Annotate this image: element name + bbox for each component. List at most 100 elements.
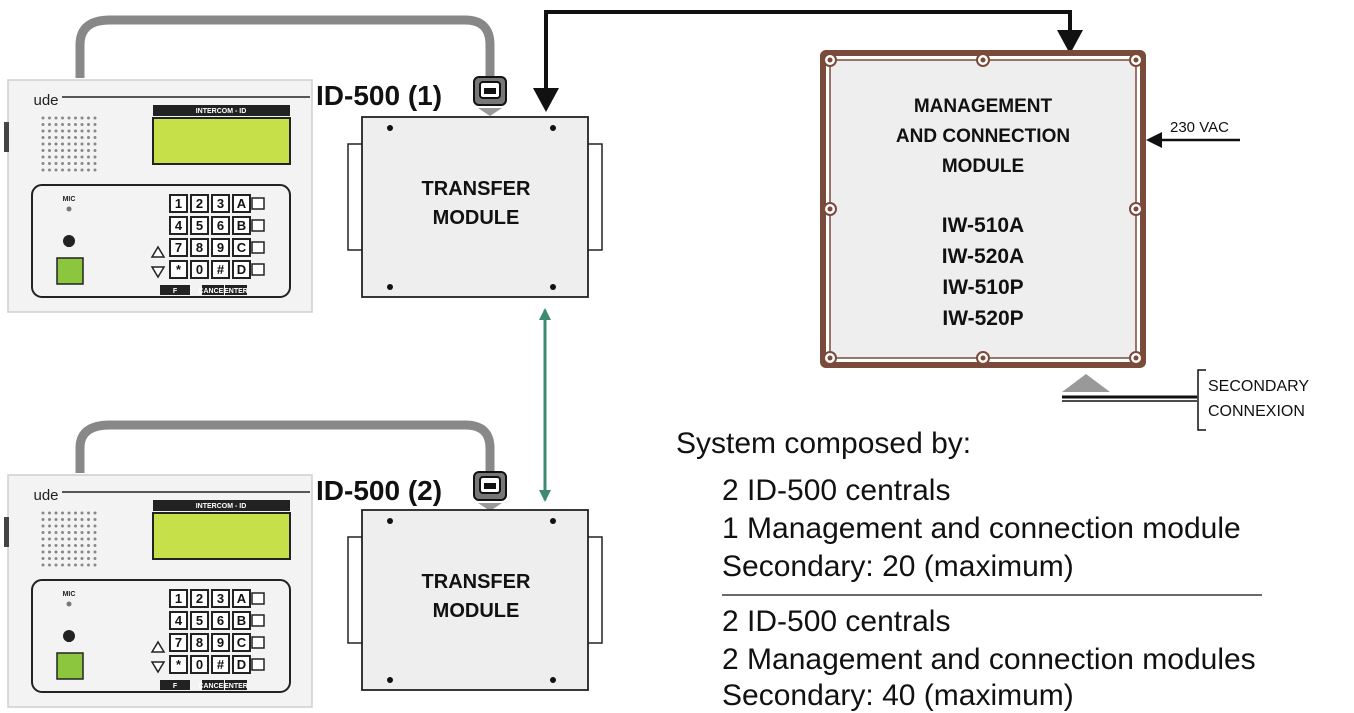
keypad-key[interactable] <box>232 589 251 608</box>
connector-2 <box>473 471 507 511</box>
grille-dot <box>54 544 58 547</box>
keypad-key[interactable] <box>211 611 230 630</box>
grille-dot <box>41 142 45 146</box>
svg-text:MODULE: MODULE <box>942 156 1024 177</box>
grille-dot <box>93 518 97 521</box>
bottom-key[interactable] <box>225 680 247 690</box>
keypad-key[interactable] <box>169 633 188 652</box>
grille-dot <box>74 518 77 521</box>
grille-dot <box>87 149 90 152</box>
keypad-key[interactable] <box>211 589 230 608</box>
keypad-key[interactable] <box>232 655 251 674</box>
grille-dot <box>41 518 45 521</box>
bottom-key[interactable] <box>202 680 224 690</box>
keypad-key-label: 2 <box>196 591 203 606</box>
grille-dot <box>41 511 45 515</box>
grille-dot <box>87 524 90 528</box>
keypad-key[interactable] <box>190 194 209 213</box>
keypad-key-label: * <box>176 657 182 672</box>
grille-dot <box>80 162 84 165</box>
grille-dot <box>54 557 58 560</box>
keypad-key[interactable] <box>232 260 251 279</box>
grille-dot <box>54 129 58 133</box>
svg-text:TRANSFER: TRANSFER <box>422 571 531 593</box>
keypad-key[interactable] <box>190 216 209 235</box>
keypad-key[interactable] <box>190 611 209 630</box>
transfer-module-2: TRANSFER MODULE <box>347 509 603 691</box>
arrow-down-icon[interactable] <box>150 661 166 674</box>
grille-dot <box>67 557 71 560</box>
keypad-key[interactable] <box>169 589 188 608</box>
keypad-key[interactable] <box>211 260 230 279</box>
keypad-key[interactable] <box>211 655 230 674</box>
grille-dot <box>74 155 77 159</box>
secondary-label-line2: CONNEXION <box>1208 403 1305 420</box>
keypad-key[interactable] <box>190 238 209 257</box>
arrow-down-icon[interactable] <box>150 266 166 279</box>
grille-dot <box>41 537 45 541</box>
speaker-grille-1 <box>41 116 97 172</box>
bottom-key[interactable] <box>225 285 247 295</box>
keypad-key[interactable] <box>211 633 230 652</box>
screw-center <box>827 57 833 63</box>
grille-dot <box>80 168 84 172</box>
function-icon <box>251 219 265 232</box>
bottom-key[interactable] <box>160 285 190 295</box>
keypad-key[interactable] <box>211 238 230 257</box>
grille-dot <box>93 162 97 165</box>
function-icon <box>251 636 265 649</box>
keypad-key[interactable] <box>169 611 188 630</box>
grille-dot <box>54 116 58 120</box>
keypad-key[interactable] <box>232 216 251 235</box>
management-module: MANAGEMENT AND CONNECTION MODULE IW-510A… <box>820 50 1146 368</box>
grille-dot <box>93 168 97 172</box>
keypad-key[interactable] <box>232 611 251 630</box>
keypad-key[interactable] <box>232 194 251 213</box>
keypad-key[interactable] <box>190 633 209 652</box>
function-icon <box>251 197 265 210</box>
grille-dot <box>87 544 90 547</box>
keypad-key[interactable] <box>190 260 209 279</box>
grille-dot <box>87 511 90 515</box>
grille-dot <box>87 155 90 159</box>
keypad-key[interactable] <box>169 194 188 213</box>
grille-dot <box>93 511 97 515</box>
keypad-key[interactable] <box>169 216 188 235</box>
svg-text:IW-510A: IW-510A <box>942 214 1024 237</box>
keypad-key[interactable] <box>190 655 209 674</box>
grille-dot <box>93 123 97 126</box>
grille-dot <box>48 142 51 146</box>
keypad-key[interactable] <box>169 655 188 674</box>
svg-text:INTERCOM - ID: INTERCOM - ID <box>196 503 247 510</box>
keypad-key[interactable] <box>232 633 251 652</box>
keypad-key[interactable] <box>211 194 230 213</box>
grille-dot <box>61 123 64 126</box>
grille-dot <box>80 129 84 133</box>
keypad-key[interactable] <box>169 238 188 257</box>
keypad-key-label: 5 <box>196 613 203 628</box>
grille-dot <box>74 136 77 139</box>
keypad-key[interactable] <box>190 589 209 608</box>
bottom-key-label: F <box>173 288 178 295</box>
keypad-key-label: D <box>237 657 246 672</box>
arrow-up-icon[interactable] <box>150 245 166 258</box>
grille-dot <box>80 123 84 126</box>
bottom-key[interactable] <box>160 680 190 690</box>
arrow-up-icon[interactable] <box>150 640 166 653</box>
grille-dot <box>93 531 97 534</box>
svg-text:TRANSFER: TRANSFER <box>422 178 531 200</box>
transfer-module-1: TRANSFER MODULE <box>347 116 603 298</box>
keypad-key[interactable] <box>169 260 188 279</box>
grille-dot <box>54 149 58 152</box>
keypad-key-label: # <box>217 262 225 277</box>
grille-dot <box>48 123 51 126</box>
screw-center <box>1133 206 1139 212</box>
grille-dot <box>61 550 64 554</box>
grille-dot <box>61 149 64 152</box>
bottom-key[interactable] <box>202 285 224 295</box>
keypad-key-label: C <box>237 240 247 255</box>
grille-dot <box>48 524 51 528</box>
grille-dot <box>48 544 51 547</box>
keypad-key[interactable] <box>211 216 230 235</box>
keypad-key[interactable] <box>232 238 251 257</box>
